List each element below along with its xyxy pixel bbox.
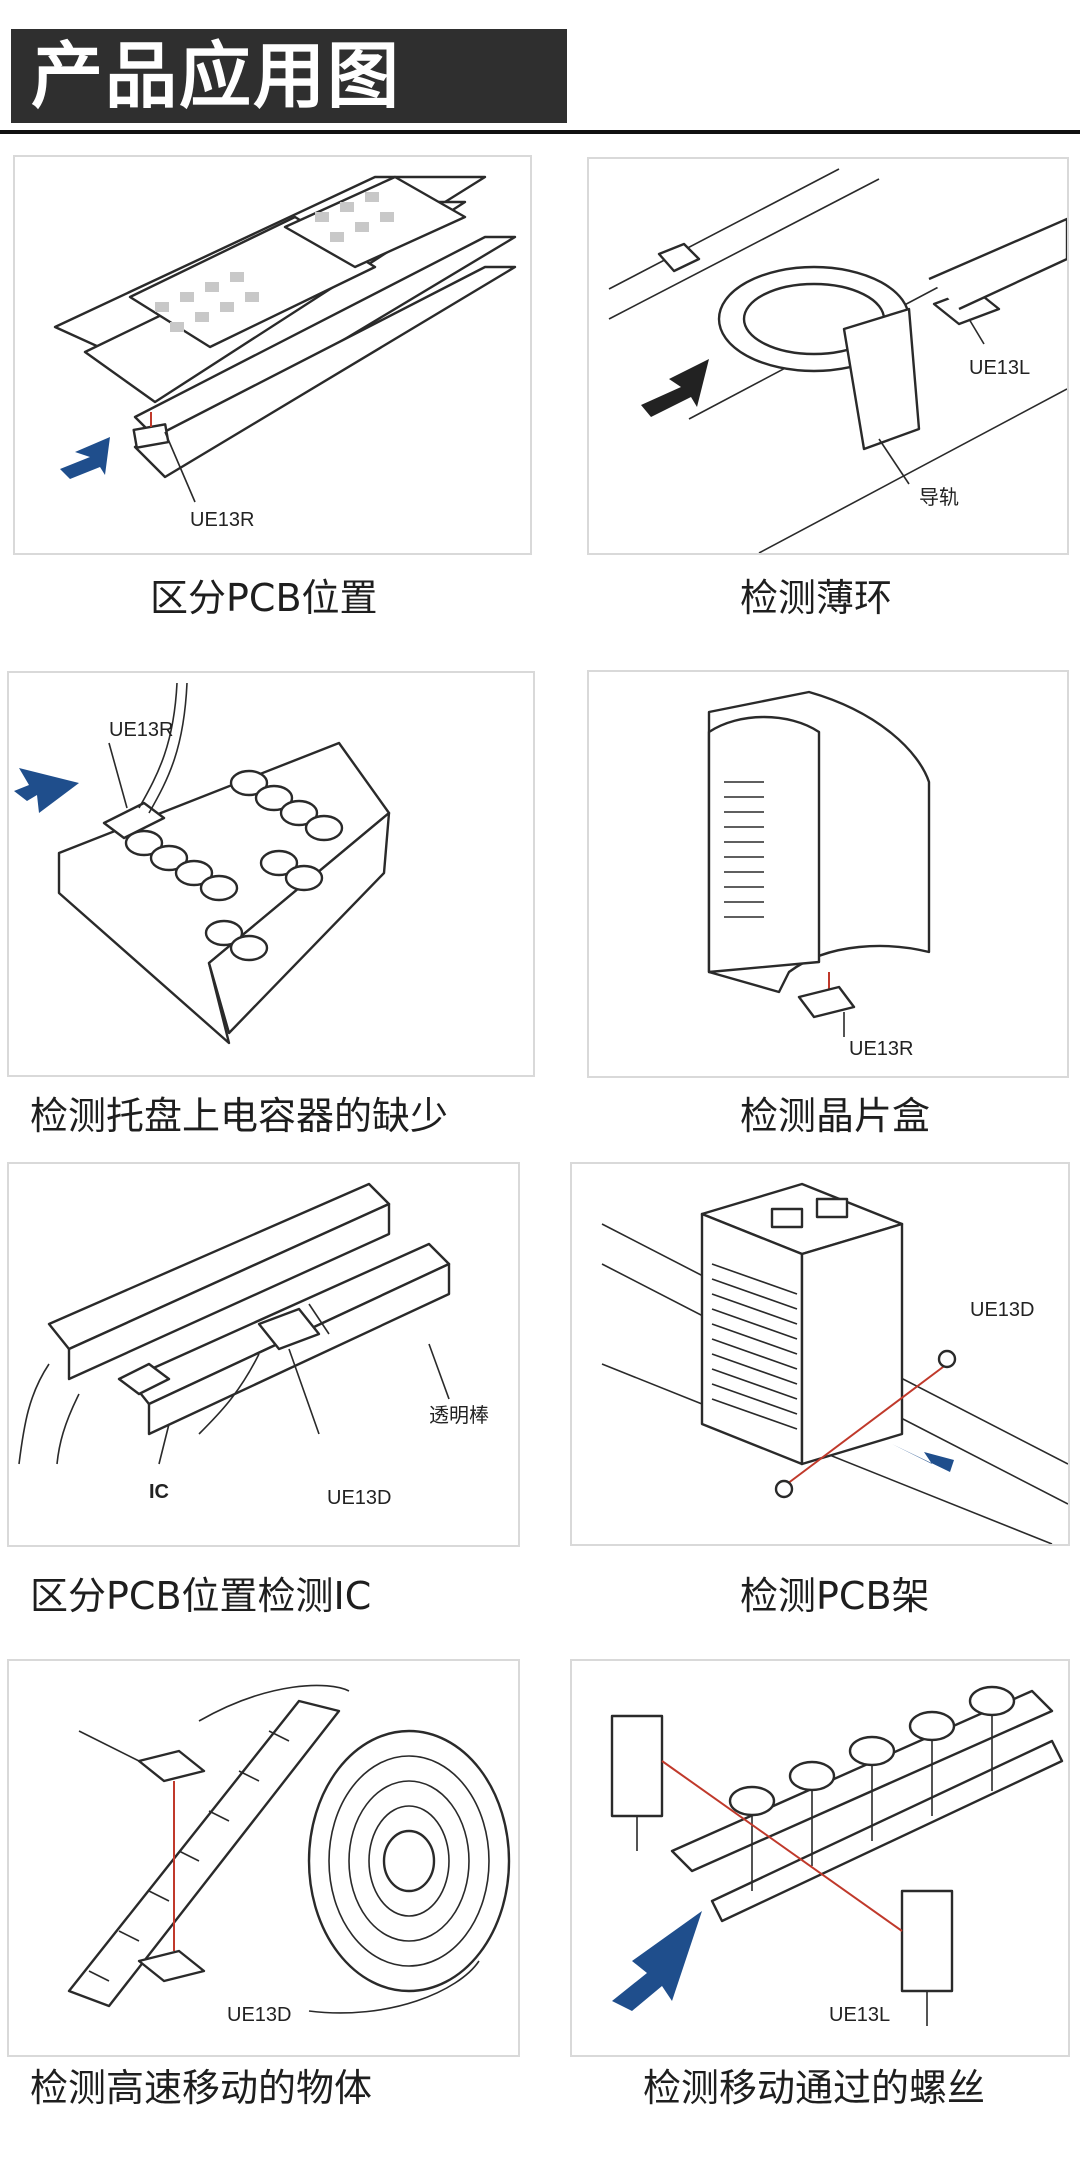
illustration-panel: UE13R — [7, 671, 535, 1077]
page-title: 产品应用图 — [31, 34, 402, 118]
sensor-label: UE13D — [970, 1299, 1034, 1321]
sensor-label: UE13R — [849, 1038, 913, 1060]
card-caption: 检测薄环 — [740, 576, 893, 620]
wafer-cassette-illustration: UE13R — [707, 690, 931, 1060]
illustration-panel: UE13L — [570, 1659, 1070, 2057]
sensor-label: UE13D — [327, 1487, 391, 1509]
card-caption: 区分PCB位置 — [150, 576, 378, 620]
card-caption: 检测晶片盒 — [740, 1094, 931, 1138]
sensor-label: UE13L — [969, 357, 1030, 379]
high-speed-objects-illustration: UE13D — [67, 1684, 511, 2026]
header-divider — [0, 130, 1080, 134]
illustration-panel: UE13D — [7, 1659, 520, 2057]
ic-label: IC — [149, 1481, 169, 1503]
capacitor-tray-illustration: UE13R — [14, 682, 391, 1045]
sensor-label: UE13R — [109, 719, 173, 741]
card-caption: 检测移动通过的螺丝 — [643, 2066, 986, 2110]
thin-ring-illustration: UE13L 导轨 — [608, 168, 1067, 553]
illustration-panel: UE13R — [587, 670, 1069, 1078]
illustration-panel: UE13D — [570, 1162, 1070, 1546]
sensor-label: UE13R — [190, 509, 254, 531]
card-caption: 检测高速移动的物体 — [30, 2066, 373, 2110]
sensor-label: UE13D — [227, 2004, 291, 2026]
ic-detection-illustration: 透明棒 IC UE13D — [18, 1182, 489, 1509]
pcb-conveyor-illustration: UE13R — [53, 175, 517, 531]
card-caption: 检测托盘上电容器的缺少 — [30, 1094, 449, 1138]
moving-screws-illustration: UE13L — [610, 1685, 1064, 2026]
rod-label: 透明棒 — [429, 1404, 489, 1427]
header-banner: 产品应用图 — [11, 29, 567, 123]
illustration-panel: UE13L 导轨 — [587, 157, 1069, 555]
card-caption: 区分PCB位置检测IC — [30, 1574, 372, 1618]
sensor-label: UE13L — [829, 2004, 890, 2026]
pcb-rack-illustration: UE13D — [601, 1182, 1068, 1544]
illustration-panel: 透明棒 IC UE13D — [7, 1162, 520, 1547]
rail-label: 导轨 — [919, 486, 959, 509]
card-caption: 检测PCB架 — [740, 1574, 930, 1618]
illustration-panel: UE13R — [13, 155, 532, 555]
